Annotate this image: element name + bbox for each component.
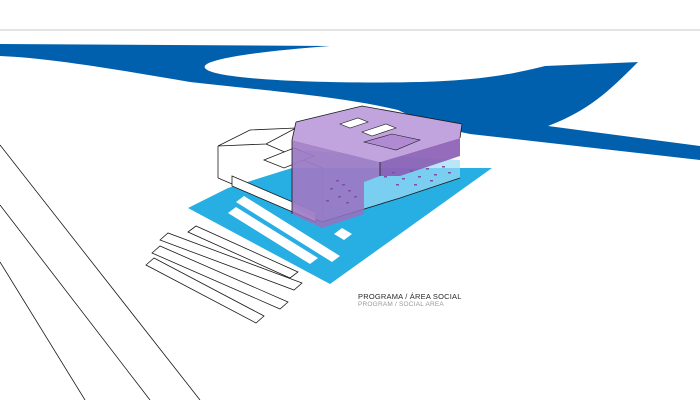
diagram-caption-subtitle: PROGRAM / SOCIAL AREA [358,301,444,308]
diagram-caption-title: PROGRAMA / ÁREA SOCIAL [358,292,462,301]
program-front-face [292,140,380,228]
program-recess [362,133,422,151]
road-band [0,44,700,160]
program-right-face [380,138,460,176]
roof-skylight-1 [339,117,369,129]
site-lines [0,144,201,400]
facade-dots [326,166,451,204]
exterior-stripes [145,225,303,324]
roof-skylight-2 [361,123,397,137]
program-volume [291,105,463,228]
plaza-stripes [228,196,352,264]
